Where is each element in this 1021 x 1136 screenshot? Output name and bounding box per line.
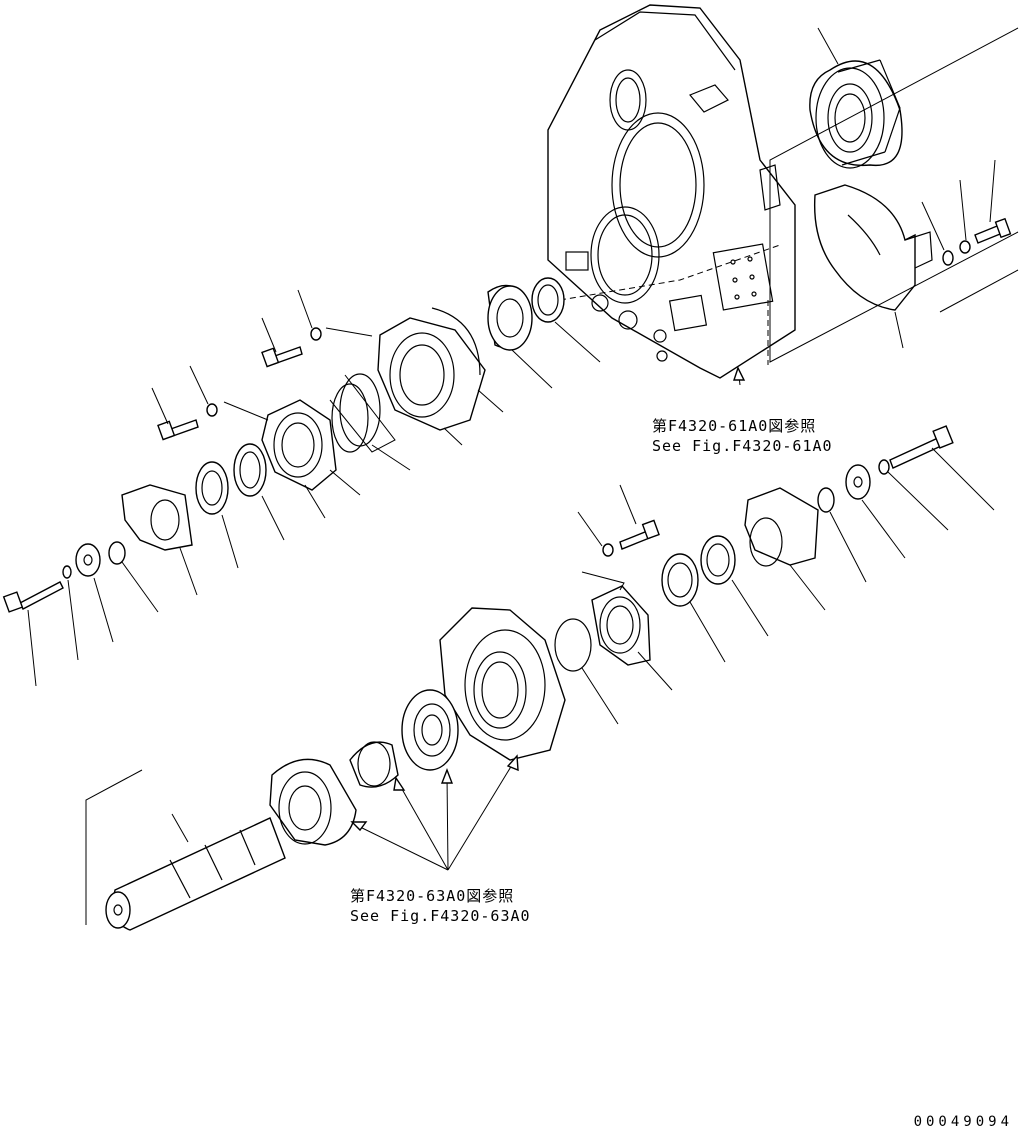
upper-gear bbox=[809, 59, 903, 169]
reference-note-bearings: 第F4320-63A0図参照 See Fig.F4320-63A0 bbox=[350, 886, 531, 926]
upper-train-parts bbox=[2, 277, 565, 613]
output-shaft bbox=[105, 817, 286, 931]
callout-lines bbox=[27, 27, 996, 843]
cover-plate bbox=[813, 184, 933, 311]
lower-train-parts bbox=[269, 425, 954, 846]
bracket-lines bbox=[85, 27, 1019, 925]
reference-note-case: 第F4320-61A0図参照 See Fig.F4320-61A0 bbox=[652, 416, 833, 456]
cover-bolt bbox=[942, 217, 1012, 266]
reference-arrows bbox=[350, 366, 746, 871]
reference-note-case-jp: 第F4320-61A0図参照 bbox=[652, 417, 817, 435]
illustration-code: 00049094 bbox=[913, 1114, 1013, 1130]
reference-note-bearings-jp: 第F4320-63A0図参照 bbox=[350, 887, 515, 905]
transmission-case bbox=[547, 4, 796, 379]
reference-note-bearings-en: See Fig.F4320-63A0 bbox=[350, 907, 531, 925]
reference-note-case-en: See Fig.F4320-61A0 bbox=[652, 437, 833, 455]
